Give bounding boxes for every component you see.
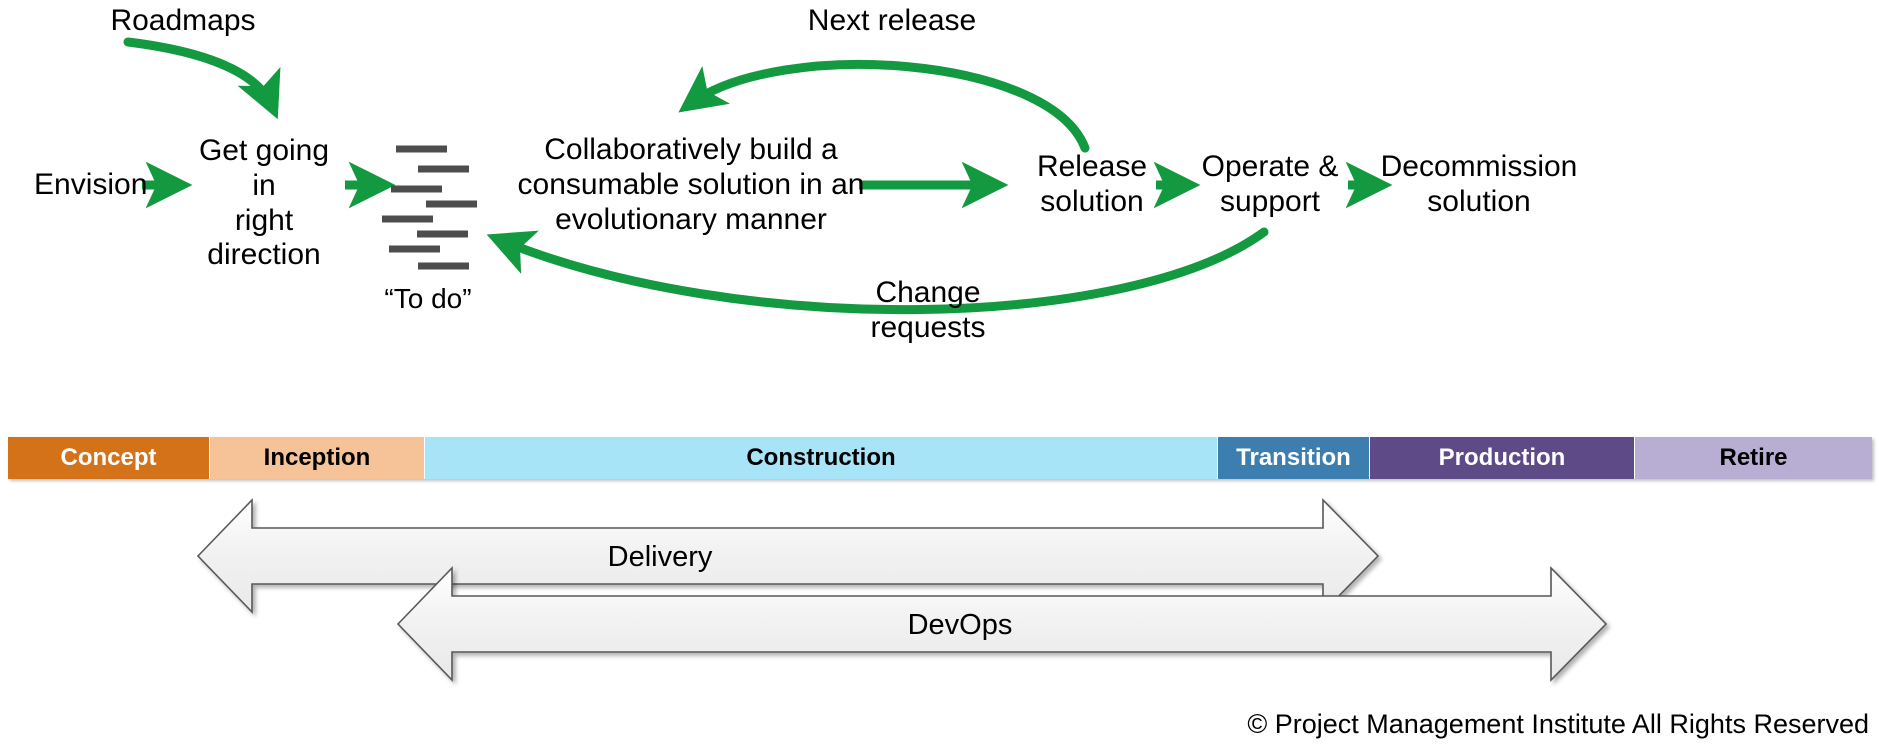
delivery-band-arrow — [196, 498, 1380, 614]
flow-node-decommission: Decommission solution — [1380, 150, 1578, 218]
phase-inception-label: Inception — [263, 444, 371, 471]
todo-stack-icon — [382, 145, 477, 270]
flow-node-envision: Envision — [34, 168, 148, 201]
phase-production[interactable]: Production — [1370, 437, 1635, 479]
flow-node-get-going: Get going in right direction — [198, 134, 330, 272]
phase-inception[interactable]: Inception — [210, 437, 425, 479]
phase-retire-label: Retire — [1719, 444, 1788, 471]
phase-construction-label: Construction — [746, 444, 896, 471]
curve-roadmaps-to-getgoing — [123, 37, 281, 120]
flow-node-operate: Operate & support — [1201, 150, 1339, 218]
phase-construction[interactable]: Construction — [425, 437, 1218, 479]
delivery-band-label: Delivery — [607, 541, 713, 573]
phase-concept-label: Concept — [60, 444, 157, 471]
devops-band-label: DevOps — [907, 609, 1013, 641]
flow-node-release: Release solution — [1036, 150, 1148, 218]
flow-node-todo-caption: “To do” — [384, 283, 472, 314]
lifecycle-phase-bar: Concept Inception Construction Transitio… — [8, 437, 1872, 479]
phase-retire[interactable]: Retire — [1635, 437, 1872, 479]
edge-label-change-requests: Change requests — [870, 276, 986, 344]
phase-transition-label: Transition — [1236, 444, 1351, 471]
flow-node-build: Collaboratively build a consumable solut… — [517, 133, 865, 236]
edge-label-next-release: Next release — [807, 4, 977, 37]
phase-concept[interactable]: Concept — [8, 437, 210, 479]
copyright-notice: © Project Management Institute All Right… — [1247, 709, 1869, 739]
phase-production-label: Production — [1438, 444, 1566, 471]
edge-label-roadmaps: Roadmaps — [110, 4, 256, 37]
phase-transition[interactable]: Transition — [1218, 437, 1370, 479]
